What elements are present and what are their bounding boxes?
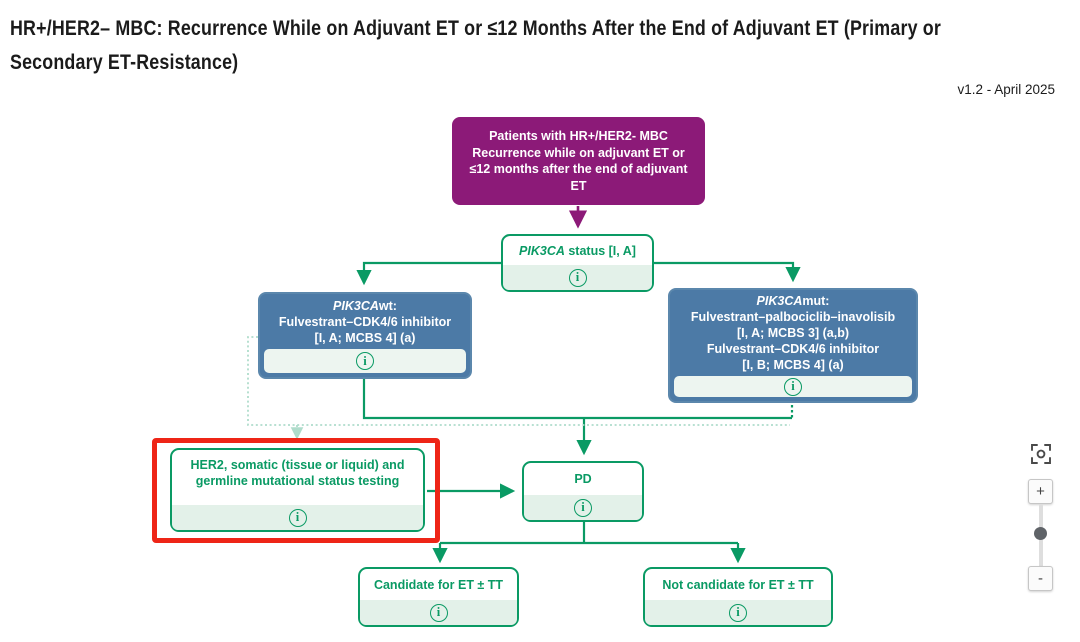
therapy-line: Fulvestrant–CDK4/6 inhibitor bbox=[278, 314, 452, 329]
node-her2-testing: HER2, somatic (tissue or liquid) and ger… bbox=[170, 448, 425, 532]
info-icon[interactable]: i bbox=[288, 508, 307, 527]
page-title: HR+/HER2– MBC: Recurrence While on Adjuv… bbox=[10, 17, 941, 74]
zoom-in-button[interactable]: + bbox=[1028, 479, 1053, 504]
gene-suffix: wt: bbox=[378, 298, 397, 313]
therapy-line: Fulvestrant–palbociclib–inavolisib bbox=[690, 310, 896, 324]
info-strip: i bbox=[674, 376, 912, 397]
info-strip: i bbox=[645, 600, 831, 625]
info-strip: i bbox=[172, 505, 423, 530]
node-pik3ca-wt: PIK3CAwt: Fulvestrant–CDK4/6 inhibitor [… bbox=[258, 292, 472, 379]
therapy-line: Fulvestrant–CDK4/6 inhibitor bbox=[706, 342, 880, 356]
node-pik3ca-mut: PIK3CAmut: Fulvestrant–palbociclib–inavo… bbox=[668, 288, 918, 403]
info-icon[interactable]: i bbox=[568, 268, 587, 287]
node-pd: PD i bbox=[522, 461, 644, 522]
highlight-rectangle bbox=[152, 438, 440, 543]
node-pd-text: PD bbox=[574, 472, 592, 486]
info-strip: i bbox=[360, 600, 517, 625]
node-patients: Patients with HR+/HER2- MBC Recurrence w… bbox=[452, 117, 705, 205]
fit-view-icon[interactable] bbox=[1029, 442, 1053, 466]
node-patients-text: Patients with HR+/HER2- MBC Recurrence w… bbox=[469, 129, 688, 193]
status-text: status [I, A] bbox=[564, 243, 636, 258]
node-not-candidate-et-tt: Not candidate for ET ± TT i bbox=[643, 567, 833, 627]
node-her2-testing-text: HER2, somatic (tissue or liquid) and ger… bbox=[190, 458, 405, 488]
gene-name: PIK3CA bbox=[756, 294, 803, 308]
info-icon[interactable]: i bbox=[356, 352, 374, 370]
gene-name: PIK3CA bbox=[519, 243, 565, 258]
version-label: v1.2 - April 2025 bbox=[957, 82, 1055, 97]
node-candidate-text: Candidate for ET ± TT bbox=[373, 577, 504, 592]
node-pik3ca-status-text: PIK3CA status [I, A] bbox=[503, 236, 652, 265]
node-pik3ca-wt-text: PIK3CAwt: Fulvestrant–CDK4/6 inhibitor [… bbox=[260, 294, 470, 349]
info-icon[interactable]: i bbox=[429, 603, 448, 622]
info-icon[interactable]: i bbox=[729, 603, 747, 622]
info-icon[interactable]: i bbox=[784, 377, 802, 396]
node-not-candidate-text: Not candidate for ET ± TT bbox=[662, 577, 814, 592]
evidence-line: [I, B; MCBS 4] (a) bbox=[742, 358, 844, 372]
gene-suffix: mut: bbox=[802, 294, 830, 308]
info-strip: i bbox=[264, 349, 466, 373]
node-pik3ca-mut-text: PIK3CAmut: Fulvestrant–palbociclib–inavo… bbox=[670, 290, 916, 376]
info-strip: i bbox=[503, 265, 652, 290]
info-icon[interactable]: i bbox=[574, 498, 592, 517]
zoom-out-button[interactable]: - bbox=[1028, 566, 1053, 591]
node-candidate-et-tt: Candidate for ET ± TT i bbox=[358, 567, 519, 627]
node-pik3ca-status: PIK3CA status [I, A] i bbox=[501, 234, 654, 292]
evidence-line: [I, A; MCBS 4] (a) bbox=[314, 330, 416, 345]
evidence-line: [I, A; MCBS 3] (a,b) bbox=[736, 326, 850, 340]
zoom-slider-handle[interactable] bbox=[1034, 527, 1047, 540]
gene-name: PIK3CA bbox=[333, 298, 379, 313]
info-strip: i bbox=[524, 495, 642, 520]
